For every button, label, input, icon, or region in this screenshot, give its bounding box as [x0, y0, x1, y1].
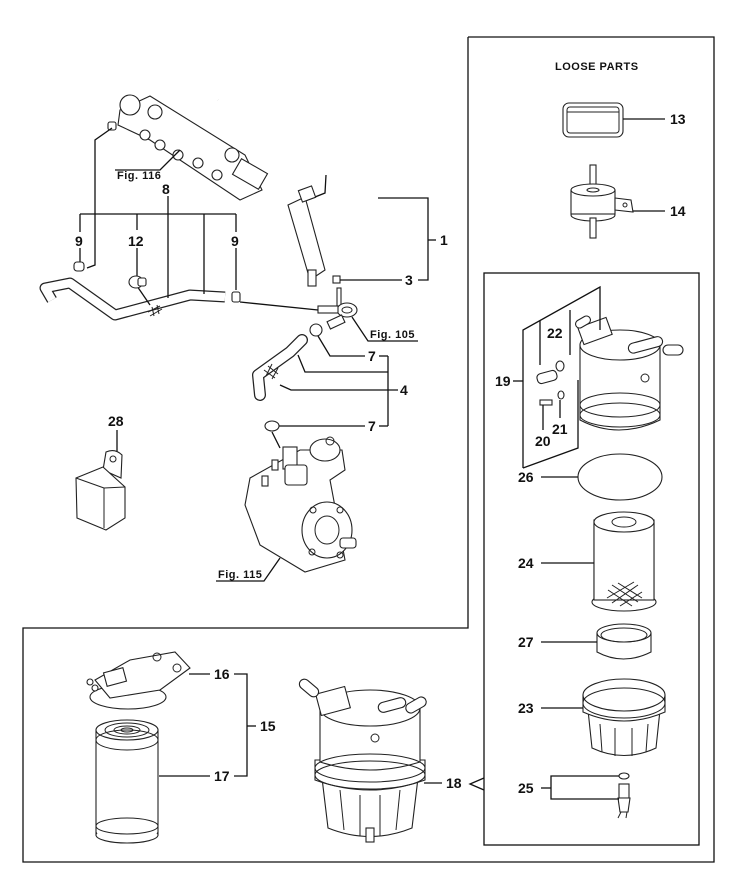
part-13-pad[interactable]: [562, 102, 624, 138]
callout-7b: 7: [368, 418, 376, 434]
fig-116-ref[interactable]: Fig. 116: [117, 170, 161, 182]
part-21-washer[interactable]: [557, 390, 565, 400]
callout-9b: 9: [231, 233, 239, 249]
callout-24: 24: [518, 555, 534, 571]
callout-4: 4: [400, 382, 408, 398]
callout-3: 3: [405, 272, 413, 288]
callout-27: 27: [518, 634, 534, 650]
part-4-hose[interactable]: [252, 334, 308, 401]
part-25-drain-plug[interactable]: [617, 772, 631, 819]
callout-26: 26: [518, 469, 534, 485]
part-26-oring[interactable]: [577, 453, 663, 501]
callout-9a: 9: [75, 233, 83, 249]
callout-15: 15: [260, 718, 276, 734]
callout-7a: 7: [368, 348, 376, 364]
fig-115-ref[interactable]: Fig. 115: [218, 569, 262, 581]
part-14-component[interactable]: [570, 164, 634, 239]
part-16-filter-head[interactable]: [86, 651, 191, 710]
callout-20: 20: [535, 433, 551, 449]
part-20-bolt[interactable]: [539, 399, 553, 406]
part-18-filter-assembly[interactable]: [297, 677, 428, 843]
loose-parts-title: LOOSE PARTS: [555, 61, 639, 73]
callout-23: 23: [518, 700, 534, 716]
callout-1: 1: [440, 232, 448, 248]
part-27-ring[interactable]: [596, 623, 652, 660]
part-23-bowl[interactable]: [582, 678, 666, 756]
leak-off-pipe[interactable]: [216, 98, 378, 279]
part-19-connector[interactable]: [536, 369, 558, 385]
callout-19: 19: [495, 373, 511, 389]
part-17-spin-on-filter[interactable]: [95, 719, 159, 844]
callout-21: 21: [552, 421, 568, 437]
callout-8: 8: [162, 181, 170, 197]
part-28-relay[interactable]: [75, 449, 126, 531]
banjo-fitting[interactable]: [317, 287, 358, 330]
callout-18: 18: [446, 775, 462, 791]
callout-25: 25: [518, 780, 534, 796]
part-8-return-hose[interactable]: [39, 277, 226, 321]
callout-16: 16: [214, 666, 230, 682]
part-3-clip[interactable]: [332, 275, 341, 284]
part-9-clamp-b[interactable]: [231, 291, 241, 303]
callout-13: 13: [670, 111, 686, 127]
part-9-clamp-a[interactable]: [73, 261, 85, 272]
callout-17: 17: [214, 768, 230, 784]
supply-pump[interactable]: [244, 436, 357, 573]
part-12-clamp[interactable]: [128, 275, 147, 289]
part-19-filter-head[interactable]: [574, 315, 684, 431]
filter-kit-box: [483, 272, 700, 846]
fig-105-ref[interactable]: Fig. 105: [370, 329, 415, 341]
frame-lines: [22, 36, 715, 863]
part-7-clamp-b[interactable]: [264, 420, 280, 432]
callout-14: 14: [670, 203, 686, 219]
part-24-filter-element[interactable]: [591, 511, 657, 612]
callout-12: 12: [128, 233, 144, 249]
part-22-oring[interactable]: [555, 360, 565, 372]
common-rail-assembly[interactable]: [107, 94, 269, 201]
callout-22: 22: [547, 325, 563, 341]
part-7-clamp-a[interactable]: [309, 323, 323, 337]
injector[interactable]: [287, 185, 326, 287]
callout-28: 28: [108, 413, 124, 429]
